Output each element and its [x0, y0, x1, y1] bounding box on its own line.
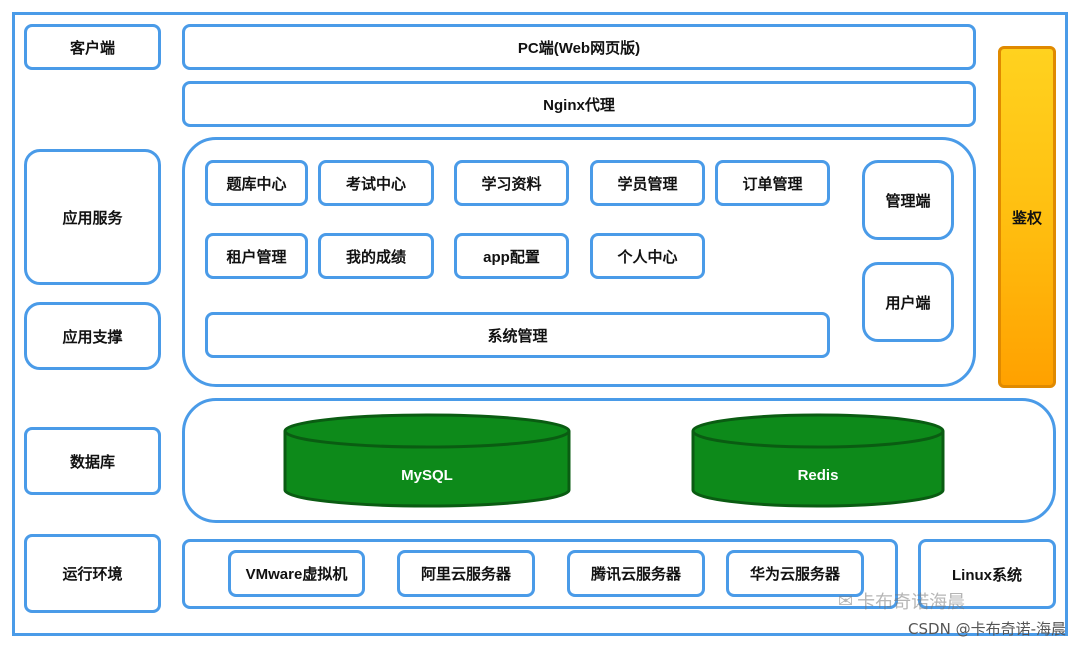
server-aliyun: 阿里云服务器 [397, 550, 535, 597]
redis-cylinder: Redis [691, 413, 945, 508]
user-portal: 用户端 [862, 262, 954, 342]
layer-client: 客户端 [24, 24, 161, 70]
module-exam-center: 考试中心 [318, 160, 434, 206]
redis-label: Redis [798, 467, 839, 484]
pc-web-client: PC端(Web网页版) [182, 24, 976, 70]
module-tenant-management: 租户管理 [205, 233, 308, 279]
layer-app-service: 应用服务 [24, 149, 161, 285]
module-student-management: 学员管理 [590, 160, 705, 206]
linux-system: Linux系统 [918, 539, 1056, 609]
mysql-cylinder: MySQL [283, 413, 571, 508]
server-huawei: 华为云服务器 [726, 550, 864, 597]
module-study-materials: 学习资料 [454, 160, 569, 206]
auth-label: 鉴权 [1011, 209, 1042, 227]
wechat-watermark-text: 卡布奇诺海晨 [857, 592, 966, 613]
admin-portal: 管理端 [862, 160, 954, 240]
server-tencent: 腾讯云服务器 [567, 550, 705, 597]
nginx-proxy: Nginx代理 [182, 81, 976, 127]
mysql-label: MySQL [401, 467, 453, 484]
module-personal-center: 个人中心 [590, 233, 705, 279]
wechat-icon: ✉ [838, 590, 854, 612]
module-order-management: 订单管理 [715, 160, 830, 206]
module-app-config: app配置 [454, 233, 569, 279]
module-question-bank: 题库中心 [205, 160, 308, 206]
authentication-bar: 鉴权 [998, 46, 1056, 388]
layer-app-support: 应用支撑 [24, 302, 161, 370]
server-vmware: VMware虚拟机 [228, 550, 365, 597]
outer-frame [12, 12, 1068, 636]
layer-runtime: 运行环境 [24, 534, 161, 613]
csdn-watermark: CSDN @卡布奇诺-海晨 [908, 620, 1066, 638]
wechat-watermark: ✉ 卡布奇诺海晨 [838, 588, 965, 614]
layer-database: 数据库 [24, 427, 161, 495]
module-my-scores: 我的成绩 [318, 233, 434, 279]
module-system-management: 系统管理 [205, 312, 830, 358]
